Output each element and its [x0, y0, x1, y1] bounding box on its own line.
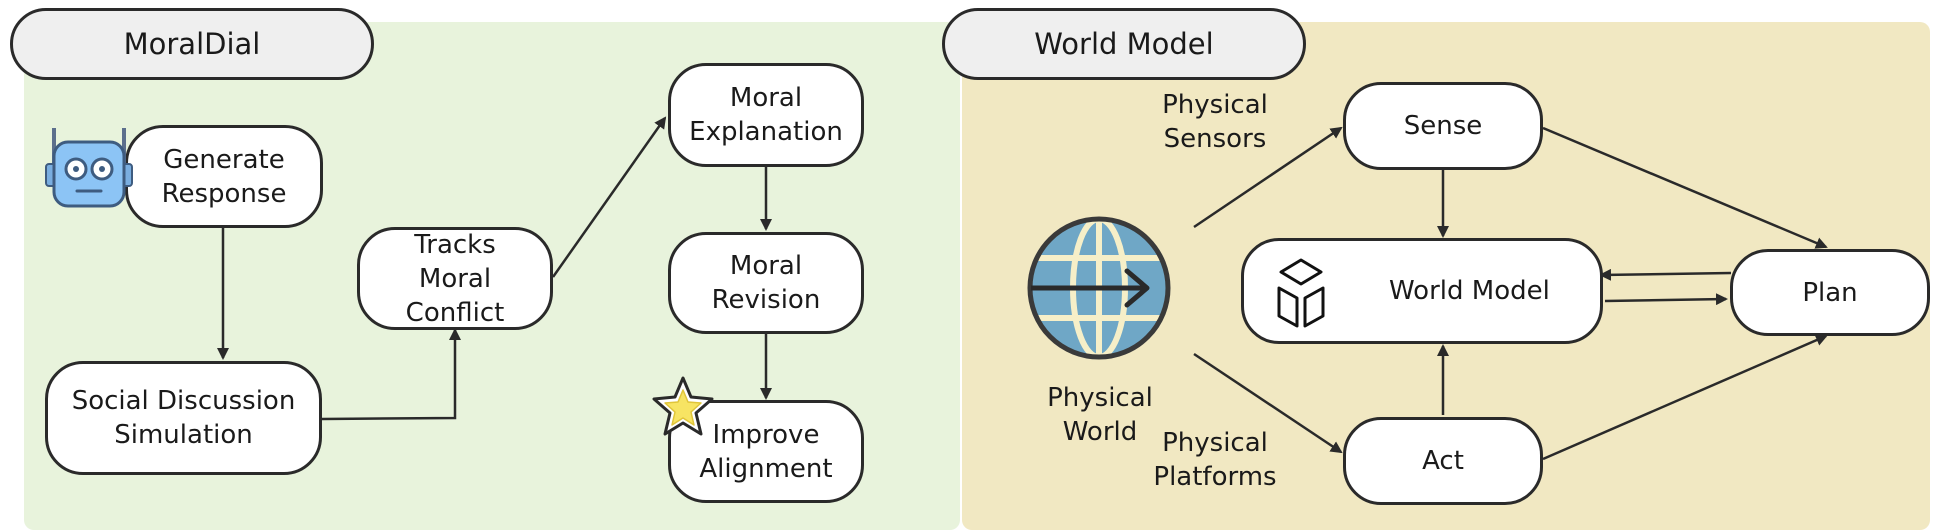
node-sense: Sense: [1343, 82, 1543, 170]
arrow-world-to-act: [1193, 352, 1343, 454]
label-physical-sensors: Physical Sensors: [1162, 90, 1268, 154]
moraldial-title: MoralDial: [10, 8, 374, 80]
node-moral-explanation: Moral Explanation: [668, 63, 864, 167]
world-model-title: World Model: [942, 8, 1306, 80]
arrow-act-to-plan: [1542, 334, 1828, 461]
node-social-discussion: Social Discussion Simulation: [45, 361, 322, 475]
star-icon: [652, 376, 714, 436]
label-physical-world: Physical World: [1047, 383, 1153, 447]
node-world-model: World Model: [1241, 238, 1603, 344]
node-plan: Plan: [1730, 249, 1930, 336]
globe-icon: [1027, 216, 1171, 360]
arrow-tracks-to-explanation: [551, 116, 667, 278]
node-improve-alignment: Improve Alignment: [668, 400, 864, 503]
arrow-worldmodel-to-plan: [1604, 293, 1728, 306]
node-act: Act: [1343, 417, 1543, 505]
label-physical-platforms: Physical Platforms: [1153, 428, 1277, 492]
node-tracks-moral-conflict: Tracks Moral Conflict: [357, 227, 553, 330]
arrow-world-to-sense: [1193, 126, 1343, 229]
arrow-social-to-tracks: [321, 328, 461, 421]
robot-icon: [45, 128, 133, 208]
node-moral-revision: Moral Revision: [668, 232, 864, 334]
node-generate-response: Generate Response: [125, 125, 323, 228]
arrow-sense-to-plan: [1542, 126, 1828, 249]
arrow-plan-to-worldmodel: [1599, 268, 1732, 281]
cube-icon: [1277, 258, 1325, 328]
